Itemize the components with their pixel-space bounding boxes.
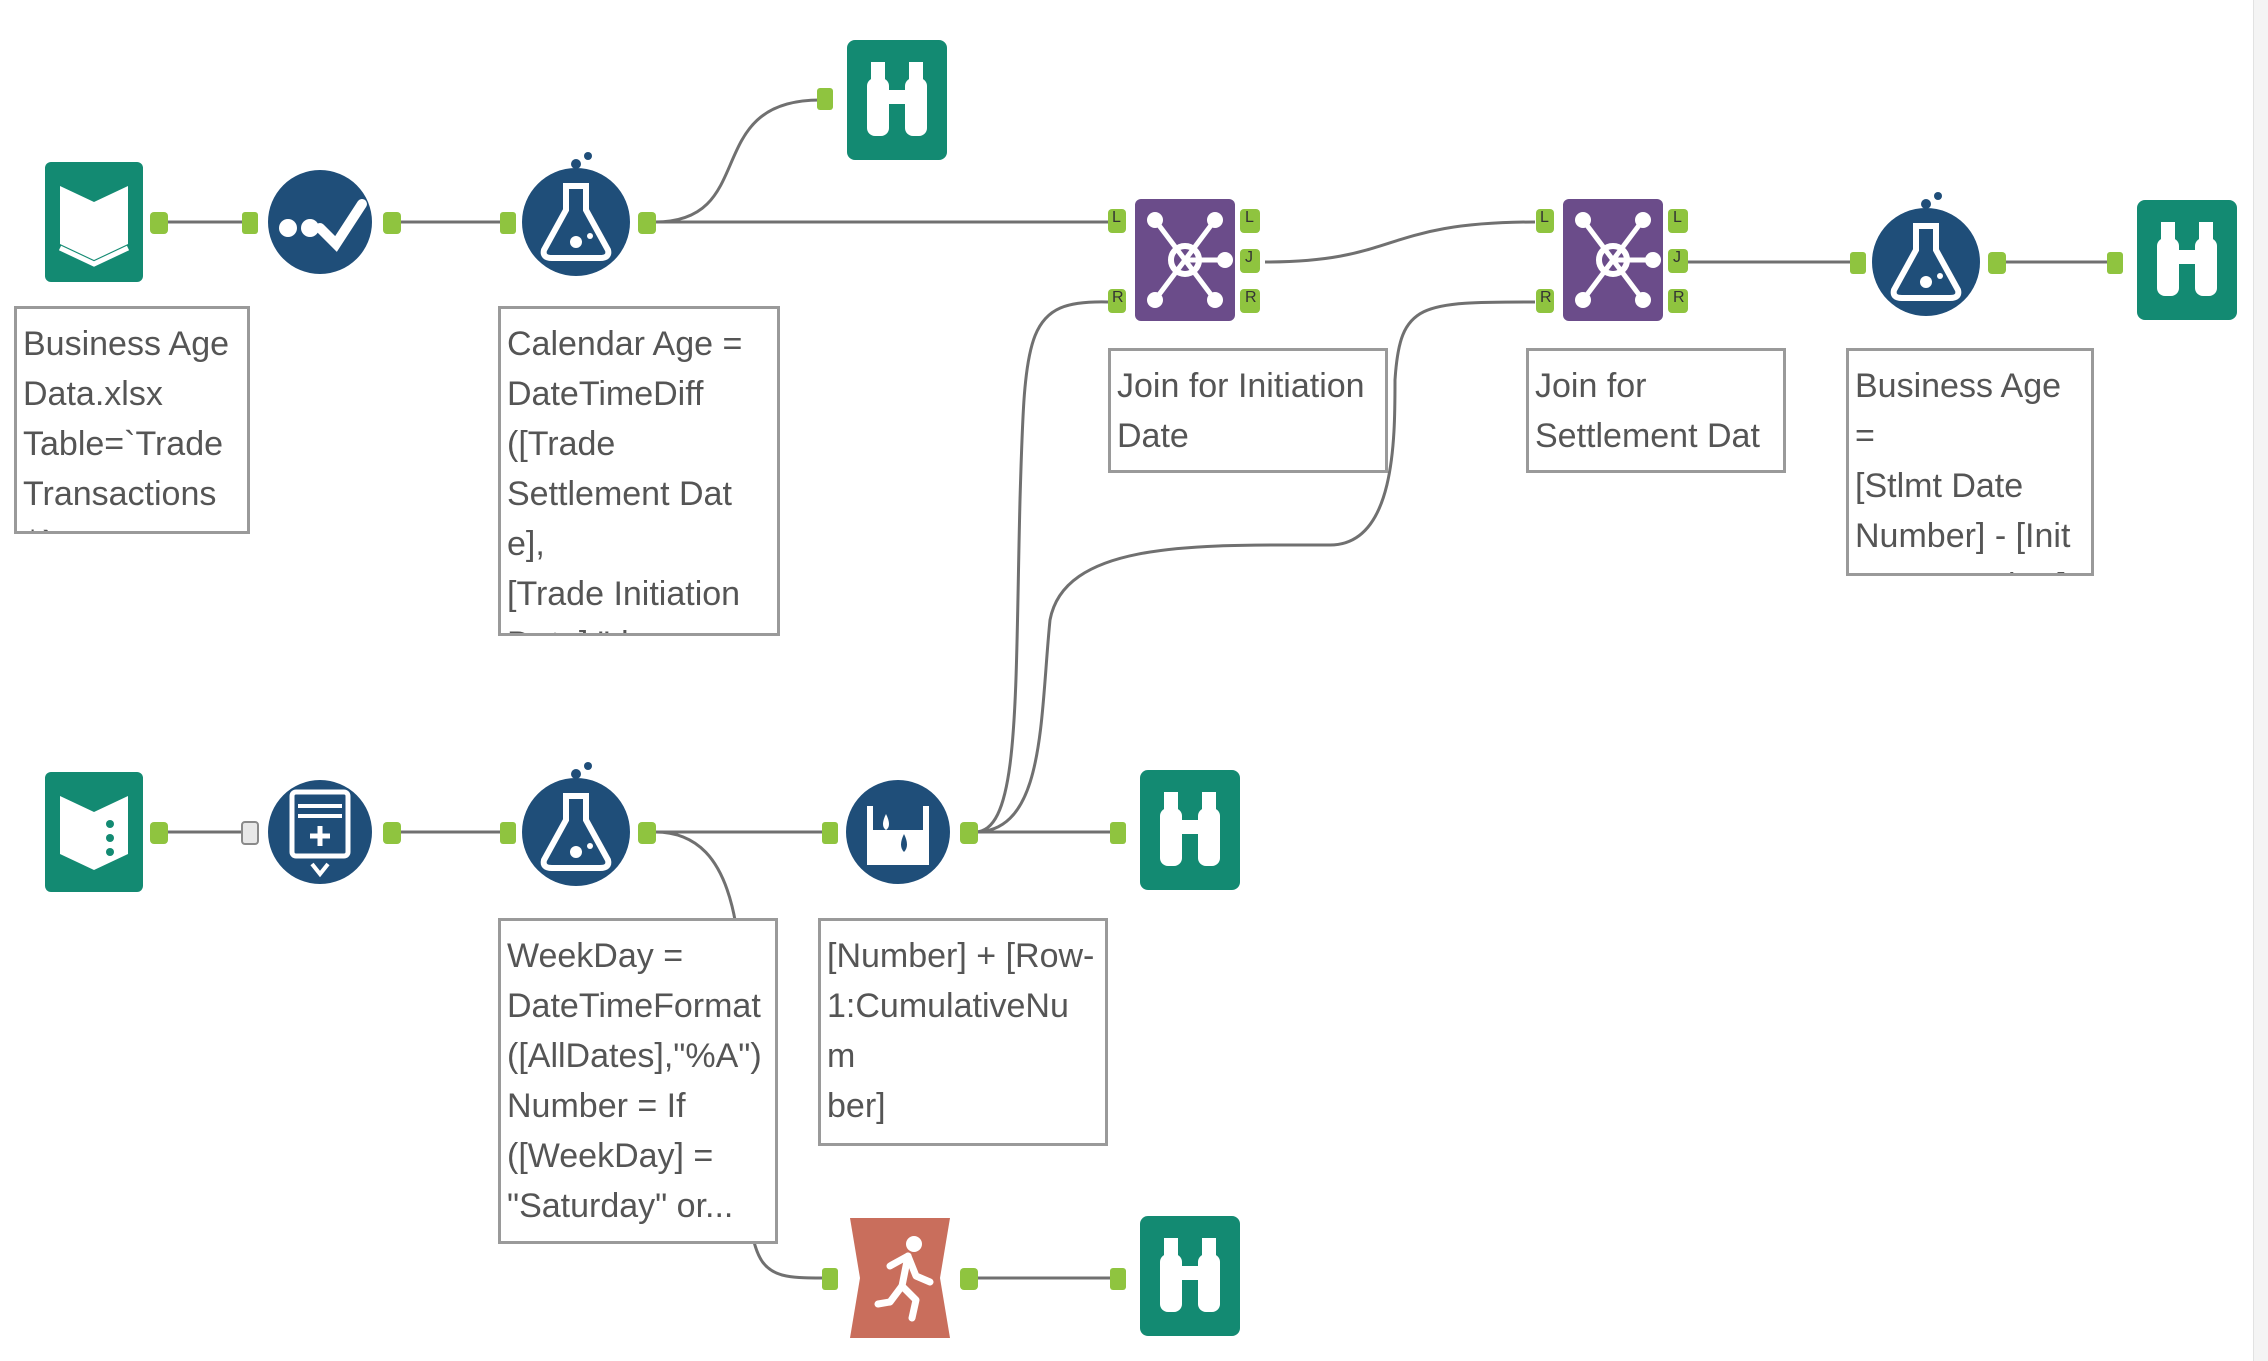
browse-tool-1[interactable]: [815, 38, 950, 163]
annotation-formula1: Calendar Age = DateTimeDiff ([Trade Sett…: [498, 306, 780, 636]
connections: [165, 98, 2112, 1280]
multi-row-formula-tool[interactable]: [820, 768, 985, 896]
browse-binoculars-icon: [2107, 200, 2237, 320]
anchor-left-in: L: [1112, 209, 1121, 226]
input-data-book-icon: [45, 162, 168, 282]
annotation-join2: Join for Settlement Date: [1526, 348, 1786, 473]
text-input-tool[interactable]: [40, 768, 170, 896]
select-tool[interactable]: [240, 158, 415, 286]
browse-tool-3[interactable]: [1108, 768, 1243, 893]
text-input-book-icon: [45, 772, 168, 892]
generate-rows-icon: [241, 780, 401, 884]
formula-tool-weekday[interactable]: [498, 762, 663, 896]
formula-flask-icon: [1850, 192, 2006, 316]
browse-binoculars-icon: [817, 40, 947, 160]
anchor-right-in: R: [1540, 289, 1552, 306]
anchor-left-out: L: [1245, 209, 1254, 226]
select-check-icon: [242, 170, 401, 274]
formula-tool-calendar-age[interactable]: [498, 152, 663, 286]
vertical-scrollbar[interactable]: [2253, 0, 2268, 1361]
formula-flask-icon: [500, 762, 656, 886]
connection-join1-join2[interactable]: [1264, 220, 1536, 264]
anchor-right-out: R: [1673, 289, 1685, 306]
browse-tool-4[interactable]: [1108, 1214, 1243, 1339]
join-network-icon: [1108, 199, 1260, 321]
anchor-left-in: L: [1540, 209, 1549, 226]
join-tool-initiation[interactable]: L R L J R: [1100, 195, 1270, 325]
anchor-right-in: R: [1112, 289, 1124, 306]
generate-rows-tool[interactable]: [240, 768, 415, 896]
anchor-left-out: L: [1673, 209, 1682, 226]
annotation-join1: Join for Initiation Date: [1108, 348, 1388, 473]
annotation-formula2: WeekDay = DateTimeFormat ([AllDates],"%A…: [498, 918, 778, 1244]
formula-flask-icon: [500, 152, 656, 276]
join-tool-settlement[interactable]: L R L J R: [1528, 195, 1698, 325]
connection-multirow-join2[interactable]: [974, 300, 1536, 834]
browse-tool-2[interactable]: [2105, 198, 2240, 323]
browse-binoculars-icon: [1110, 1216, 1240, 1336]
input-data-tool[interactable]: [40, 158, 170, 286]
formula-tool-business-age[interactable]: [1848, 192, 2013, 326]
connection-multirow-join1[interactable]: [974, 300, 1109, 834]
multi-row-formula-icon: [822, 780, 978, 884]
run-command-icon: [822, 1218, 978, 1338]
join-network-icon: [1536, 199, 1688, 321]
anchor-join-out: J: [1245, 249, 1253, 266]
browse-binoculars-icon: [1110, 770, 1240, 890]
annotation-multirow: [Number] + [Row- 1:CumulativeNum ber]: [818, 918, 1108, 1146]
run-command-tool[interactable]: [820, 1214, 985, 1342]
anchor-right-out: R: [1245, 289, 1257, 306]
annotation-input1: Business Age Data.xlsx Table=`Trade Tran…: [14, 306, 250, 534]
anchor-join-out: J: [1673, 249, 1681, 266]
connection-formula1-browse1[interactable]: [654, 98, 821, 224]
annotation-formula3: Business Age = [Stlmt Date Number] - [In…: [1846, 348, 2094, 576]
